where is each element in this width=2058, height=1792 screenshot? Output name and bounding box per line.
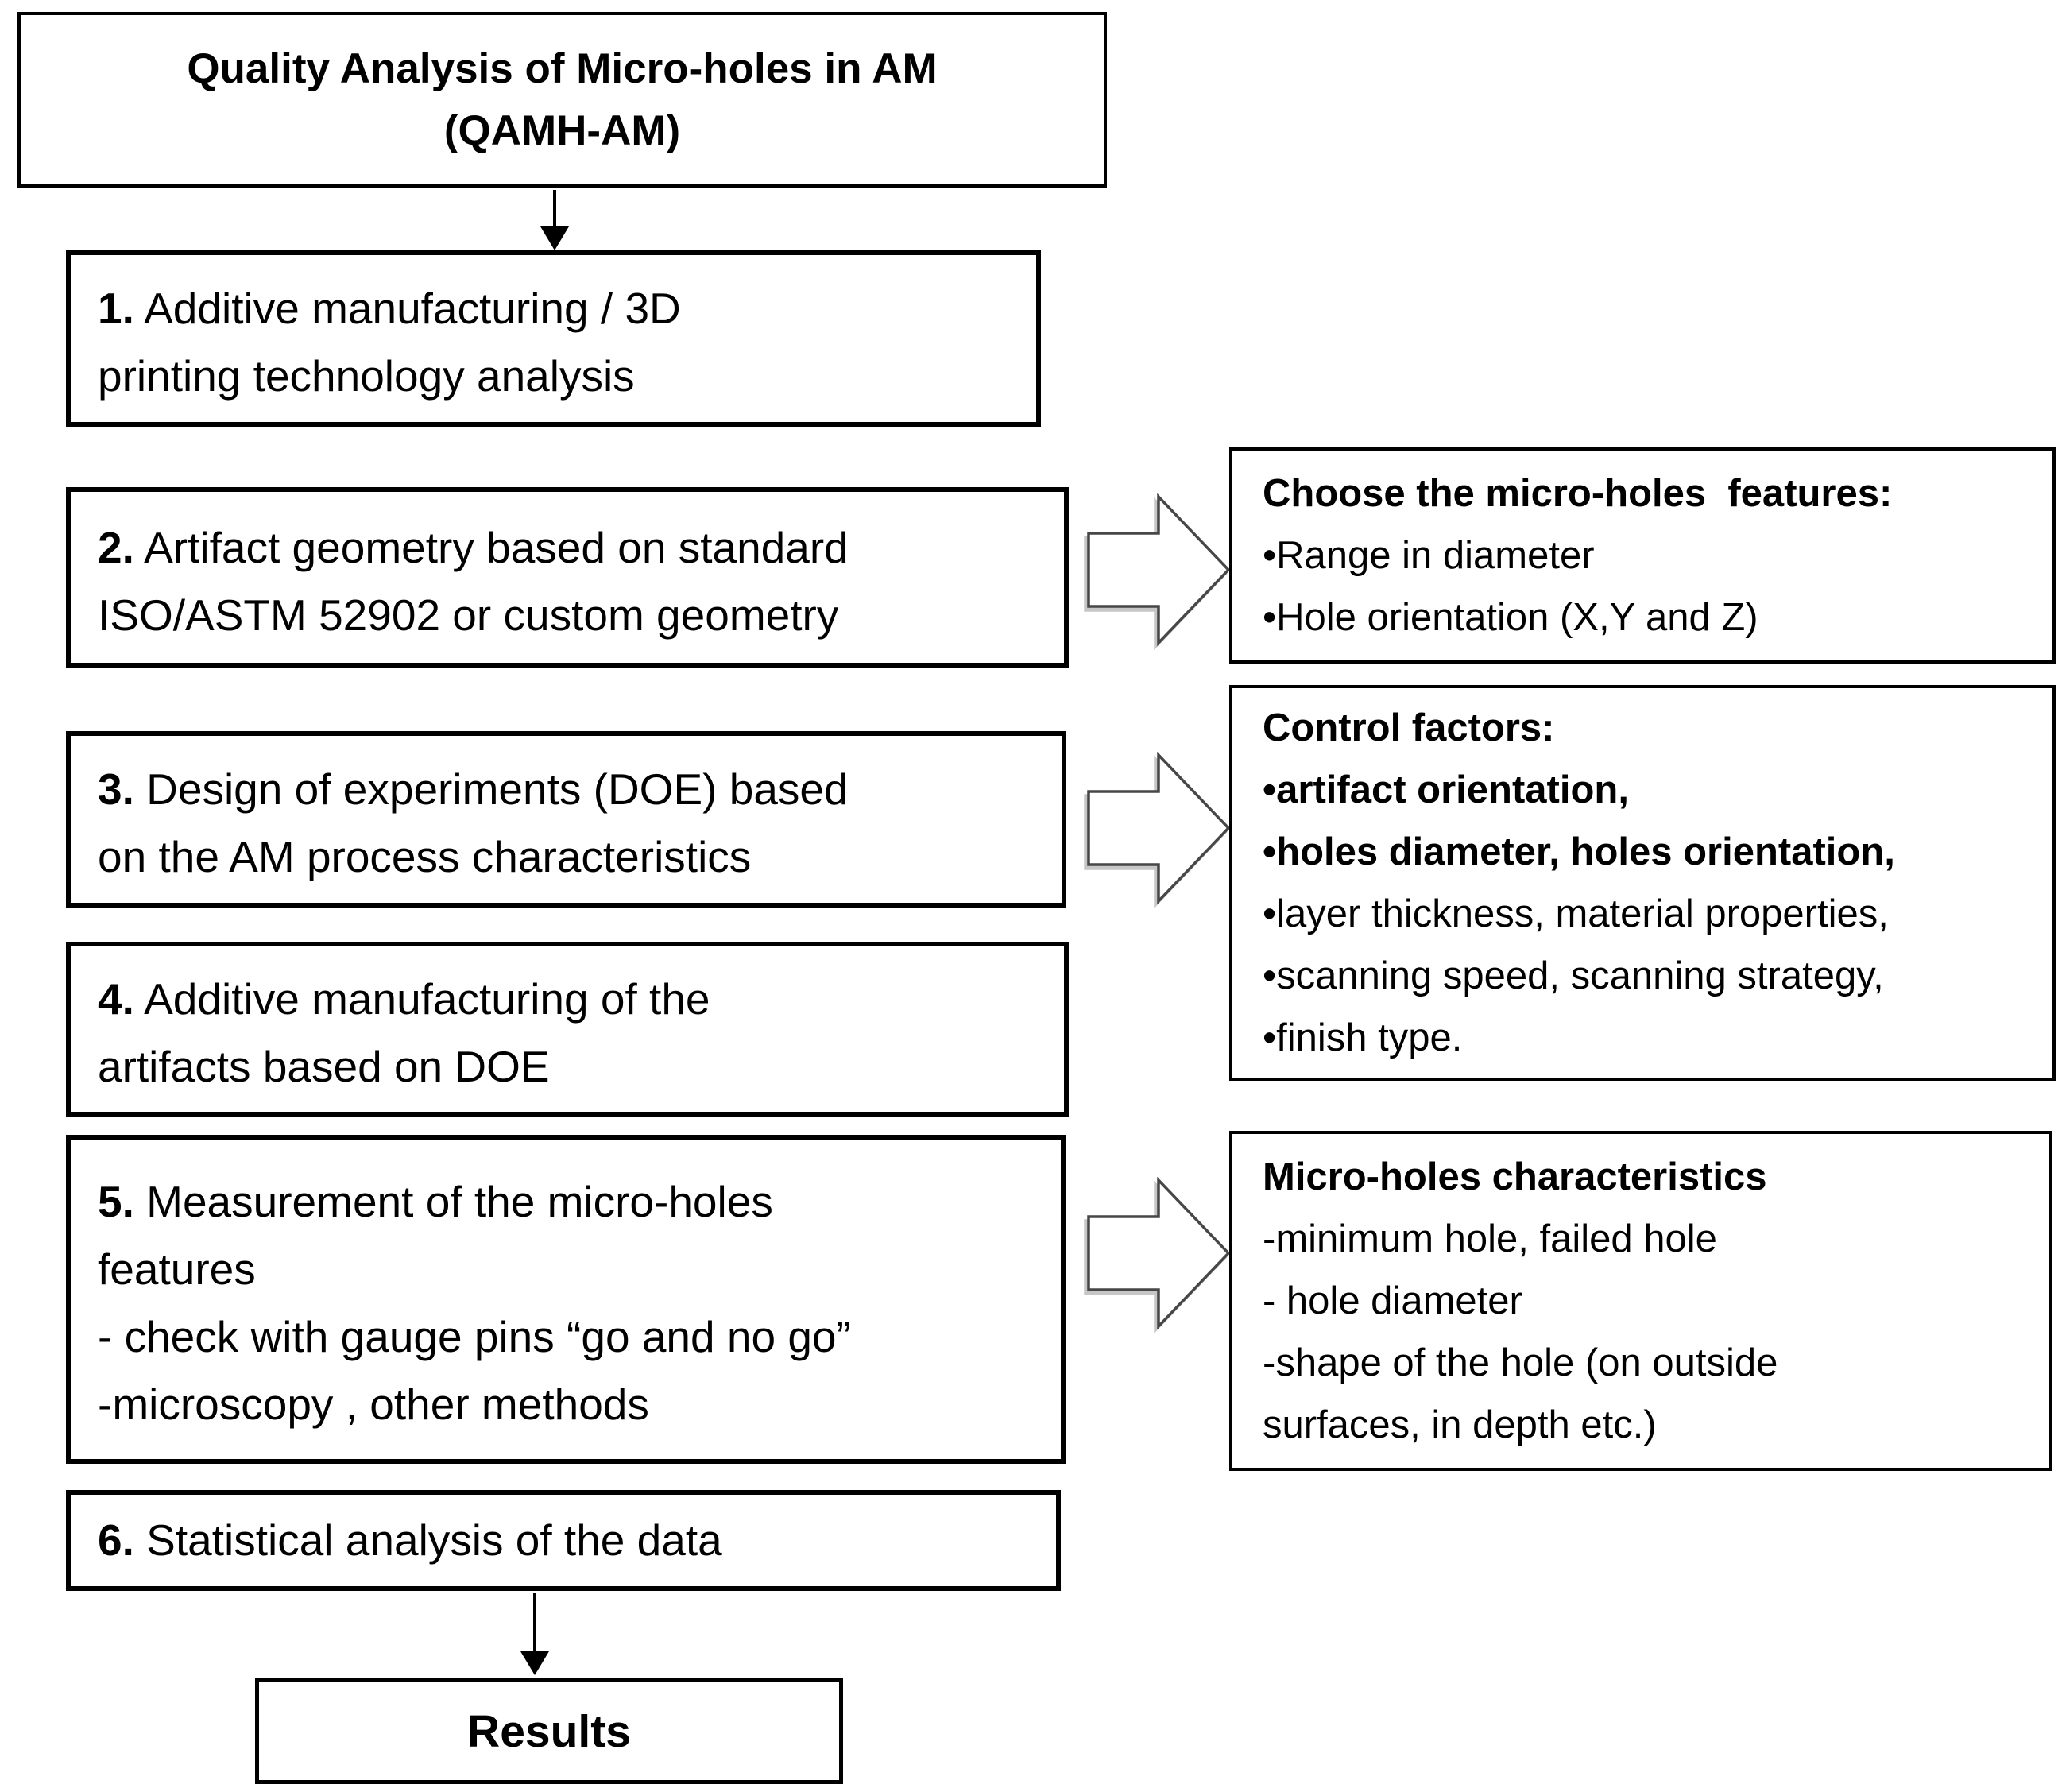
step-5-line-4: -microscopy , other methods <box>98 1380 649 1429</box>
step-5-line-2: features <box>98 1244 256 1294</box>
results-label: Results <box>467 1705 631 1757</box>
step-3-text: Design of experiments (DOE) based <box>146 764 849 814</box>
step-box-6: 6. Statistical analysis of the data <box>66 1490 1061 1591</box>
characteristics-heading: Micro-holes characteristics <box>1263 1155 1767 1198</box>
step-5-number: 5. <box>98 1177 134 1226</box>
characteristics-item: - hole diameter <box>1263 1279 1522 1322</box>
features-item: •Range in diameter <box>1263 534 1595 577</box>
step-box-1: 1. Additive manufacturing / 3D printing … <box>66 250 1041 427</box>
step-5-text: Measurement of the micro-holes <box>146 1177 773 1226</box>
step-box-2: 2. Artifact geometry based on standard I… <box>66 487 1069 668</box>
step-6-text: Statistical analysis of the data <box>146 1515 722 1565</box>
step-6-line-1: 6. Statistical analysis of the data <box>98 1507 1056 1574</box>
step-1-line-1: 1. Additive manufacturing / 3D <box>98 275 1036 343</box>
control-item: •finish type. <box>1263 1016 1463 1059</box>
step-5-line-1: 5. Measurement of the micro-holes <box>98 1168 1061 1236</box>
step-2-text: Artifact geometry based on standard <box>144 522 849 572</box>
down-arrow-line <box>533 1593 536 1655</box>
note-box-control-factors: Control factors: •artifact orientation, … <box>1229 685 2056 1081</box>
step-3-line-2: on the AM process characteristics <box>98 832 752 881</box>
features-heading: Choose the micro-holes features: <box>1263 472 1893 515</box>
step-4-line-2: artifacts based on DOE <box>98 1042 550 1091</box>
block-arrow-right-icon <box>1087 1177 1231 1329</box>
control-item: •scanning speed, scanning strategy, <box>1263 954 1884 997</box>
step-5-line-3: - check with gauge pins “go and no go” <box>98 1312 851 1361</box>
title-box: Quality Analysis of Micro-holes in AM (Q… <box>17 12 1107 188</box>
block-arrow-right-icon <box>1087 752 1231 904</box>
step-2-number: 2. <box>98 522 134 572</box>
step-box-5: 5. Measurement of the micro-holes featur… <box>66 1135 1066 1464</box>
step-2-line-1: 2. Artifact geometry based on standard <box>98 514 1064 582</box>
features-item: •Hole orientation (X,Y and Z) <box>1263 596 1758 639</box>
step-3-number: 3. <box>98 764 134 814</box>
step-4-number: 4. <box>98 974 134 1024</box>
step-1-line-2: printing technology analysis <box>98 351 635 401</box>
step-box-3: 3. Design of experiments (DOE) based on … <box>66 731 1066 908</box>
down-arrow-line <box>553 190 556 231</box>
step-1-text: Additive manufacturing / 3D <box>144 284 681 333</box>
step-2-line-2: ISO/ASTM 52902 or custom geometry <box>98 590 839 640</box>
note-box-features: Choose the micro-holes features: •Range … <box>1229 447 2056 664</box>
step-1-number: 1. <box>98 284 134 333</box>
control-item-bold: •holes diameter, holes orientation, <box>1263 830 1895 873</box>
characteristics-item: surfaces, in depth etc.) <box>1263 1403 1657 1446</box>
control-item-bold: •artifact orientation, <box>1263 768 1629 811</box>
step-box-4: 4. Additive manufacturing of the artifac… <box>66 942 1069 1117</box>
step-4-line-1: 4. Additive manufacturing of the <box>98 966 1064 1033</box>
control-heading: Control factors: <box>1263 706 1555 749</box>
step-4-text: Additive manufacturing of the <box>144 974 710 1024</box>
note-box-characteristics: Micro-holes characteristics -minimum hol… <box>1229 1131 2052 1471</box>
title-line-2: (QAMH-AM) <box>443 106 681 154</box>
step-3-line-1: 3. Design of experiments (DOE) based <box>98 756 1062 823</box>
block-arrow-right-icon <box>1087 493 1231 646</box>
control-item: •layer thickness, material properties, <box>1263 892 1889 935</box>
characteristics-item: -shape of the hole (on outside <box>1263 1341 1778 1384</box>
title-line-1: Quality Analysis of Micro-holes in AM <box>187 45 938 92</box>
down-arrow-head-icon <box>540 226 569 250</box>
results-box: Results <box>255 1678 843 1784</box>
step-6-number: 6. <box>98 1515 134 1565</box>
characteristics-item: -minimum hole, failed hole <box>1263 1217 1717 1260</box>
down-arrow-head-icon <box>520 1651 549 1675</box>
